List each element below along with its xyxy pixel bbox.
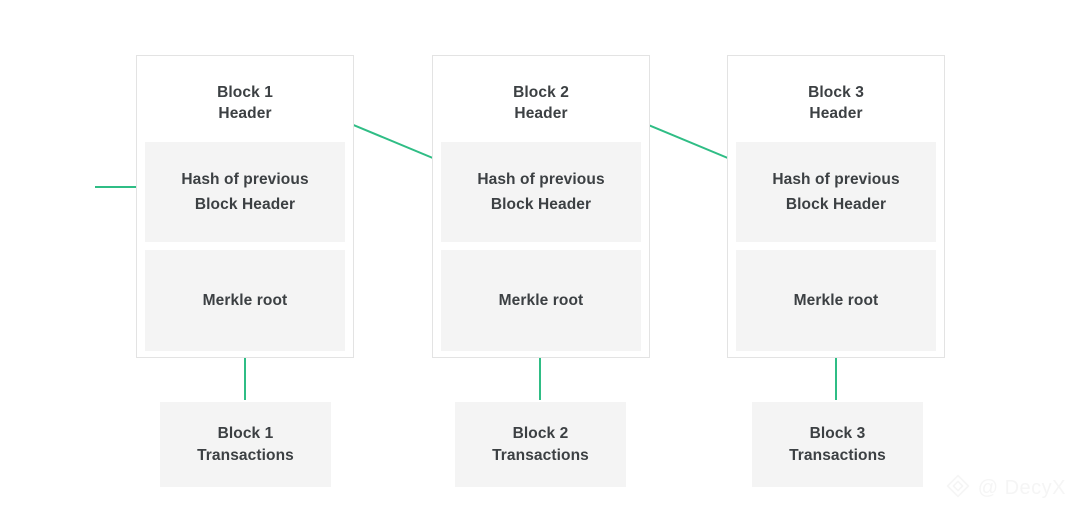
block-3-transactions-box: Block 3 Transactions — [752, 402, 923, 487]
block-1-hash-of-previous-box: Hash of previous Block Header — [145, 142, 345, 242]
block-3-hash-of-previous-box: Hash of previous Block Header — [736, 142, 936, 242]
block-2-hash-of-previous-box: Hash of previous Block Header — [441, 142, 641, 242]
block-3-container: Block 3 Header Hash of previous Block He… — [727, 55, 945, 358]
watermark: @ DecyX — [945, 473, 1066, 504]
block-2-container: Block 2 Header Hash of previous Block He… — [432, 55, 650, 358]
block-2-merkle-root-box: Merkle root — [441, 250, 641, 351]
block-3-header-title: Block 3 Header — [808, 84, 864, 122]
block-3-merkle-root-label: Merkle root — [793, 292, 879, 309]
block-2-transactions-box: Block 2 Transactions — [455, 402, 626, 487]
block-1-container: Block 1 Header Hash of previous Block He… — [136, 55, 354, 358]
block-1-header-title: Block 1 Header — [217, 84, 273, 122]
diamond-logo-icon — [945, 473, 971, 504]
block-2-header-title: Block 2 Header — [513, 84, 569, 122]
block-1-merkle-root-label: Merkle root — [202, 292, 288, 309]
watermark-handle: @ DecyX — [977, 477, 1066, 499]
block-2-merkle-root-label: Merkle root — [498, 292, 584, 309]
block-3-merkle-root-box: Merkle root — [736, 250, 936, 351]
block-1-transactions-box: Block 1 Transactions — [160, 402, 331, 487]
block-1-merkle-root-box: Merkle root — [145, 250, 345, 351]
